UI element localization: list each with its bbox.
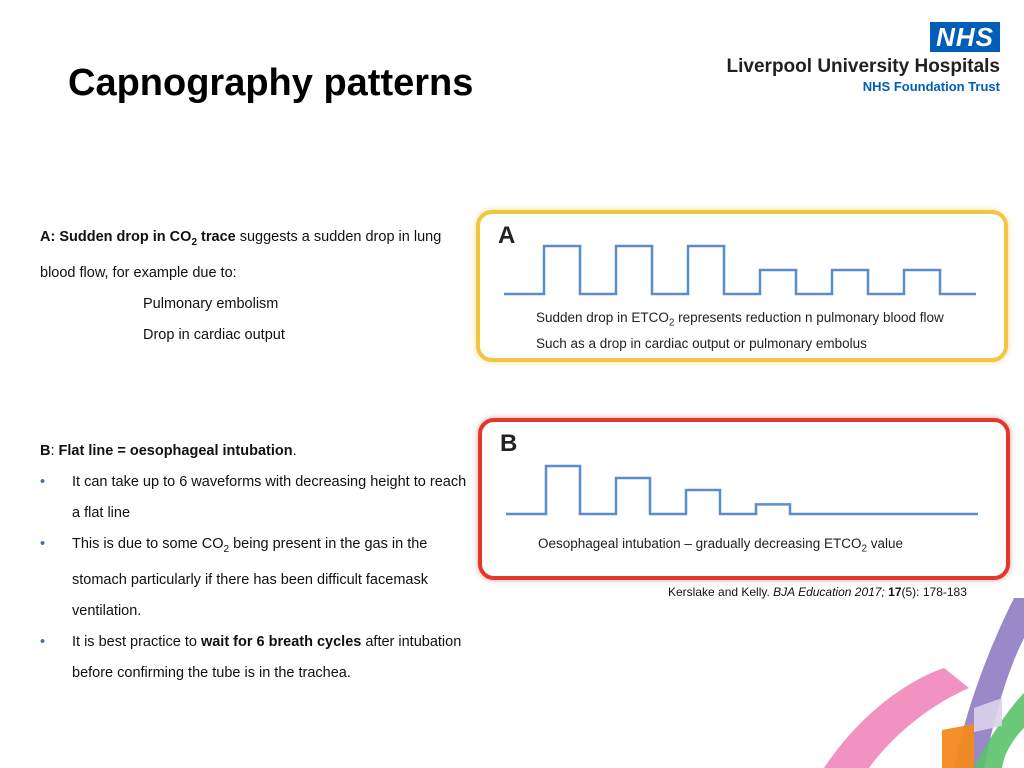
section-b-heading: B: Flat line = oesophageal intubation.	[40, 443, 297, 459]
section-a-heading: A: Sudden drop in CO2 trace	[40, 229, 236, 248]
organisation-name: Liverpool University Hospitals	[726, 56, 1000, 77]
bullet-dot-icon: •	[40, 633, 46, 650]
nhs-logo: NHS Liverpool University Hospitals NHS F…	[727, 22, 1000, 94]
section-a-description: suggests a sudden drop in lung blood flo…	[40, 229, 442, 281]
page-title: Capnography patterns	[68, 62, 474, 104]
panel-b-letter: B	[500, 430, 518, 457]
section-b-bullets: •It can take up to 6 waveforms with decr…	[40, 467, 470, 689]
capnography-panel-b: B Oesophageal intubation – gradually dec…	[478, 418, 1010, 580]
waveform-a	[504, 244, 976, 296]
bullet-item: •This is due to some CO2 being present i…	[40, 529, 470, 627]
decorative-ribbon-icon	[824, 598, 1024, 768]
panel-a-caption: Sudden drop in ETCO2 represents reductio…	[536, 310, 944, 351]
section-a-paragraph: A: Sudden drop in CO2 trace suggests a s…	[40, 222, 470, 289]
waveform-b-trace	[506, 464, 978, 516]
cause-item: Drop in cardiac output	[143, 326, 285, 343]
bullet-dot-icon: •	[40, 536, 46, 552]
waveform-a-trace	[504, 244, 976, 296]
citation: Kerslake and Kelly. BJA Education 2017; …	[668, 585, 967, 599]
capnography-panel-a: A Sudden drop in ETCO2 represents reduct…	[476, 210, 1008, 362]
bullet-item: •It can take up to 6 waveforms with decr…	[40, 467, 470, 529]
section-b-text: B: Flat line = oesophageal intubation. •…	[40, 436, 470, 689]
waveform-b	[506, 464, 978, 516]
panel-a-letter: A	[498, 222, 516, 249]
panel-b-caption: Oesophageal intubation – gradually decre…	[538, 536, 904, 555]
trust-name: NHS Foundation Trust	[862, 79, 1000, 94]
bullet-dot-icon: •	[40, 474, 46, 490]
cause-item: Pulmonary embolism	[143, 295, 279, 312]
bullet-item: •It is best practice to wait for 6 breat…	[40, 627, 470, 689]
section-a-text: A: Sudden drop in CO2 trace suggests a s…	[40, 222, 470, 351]
nhs-logo-box: NHS	[930, 22, 1000, 52]
